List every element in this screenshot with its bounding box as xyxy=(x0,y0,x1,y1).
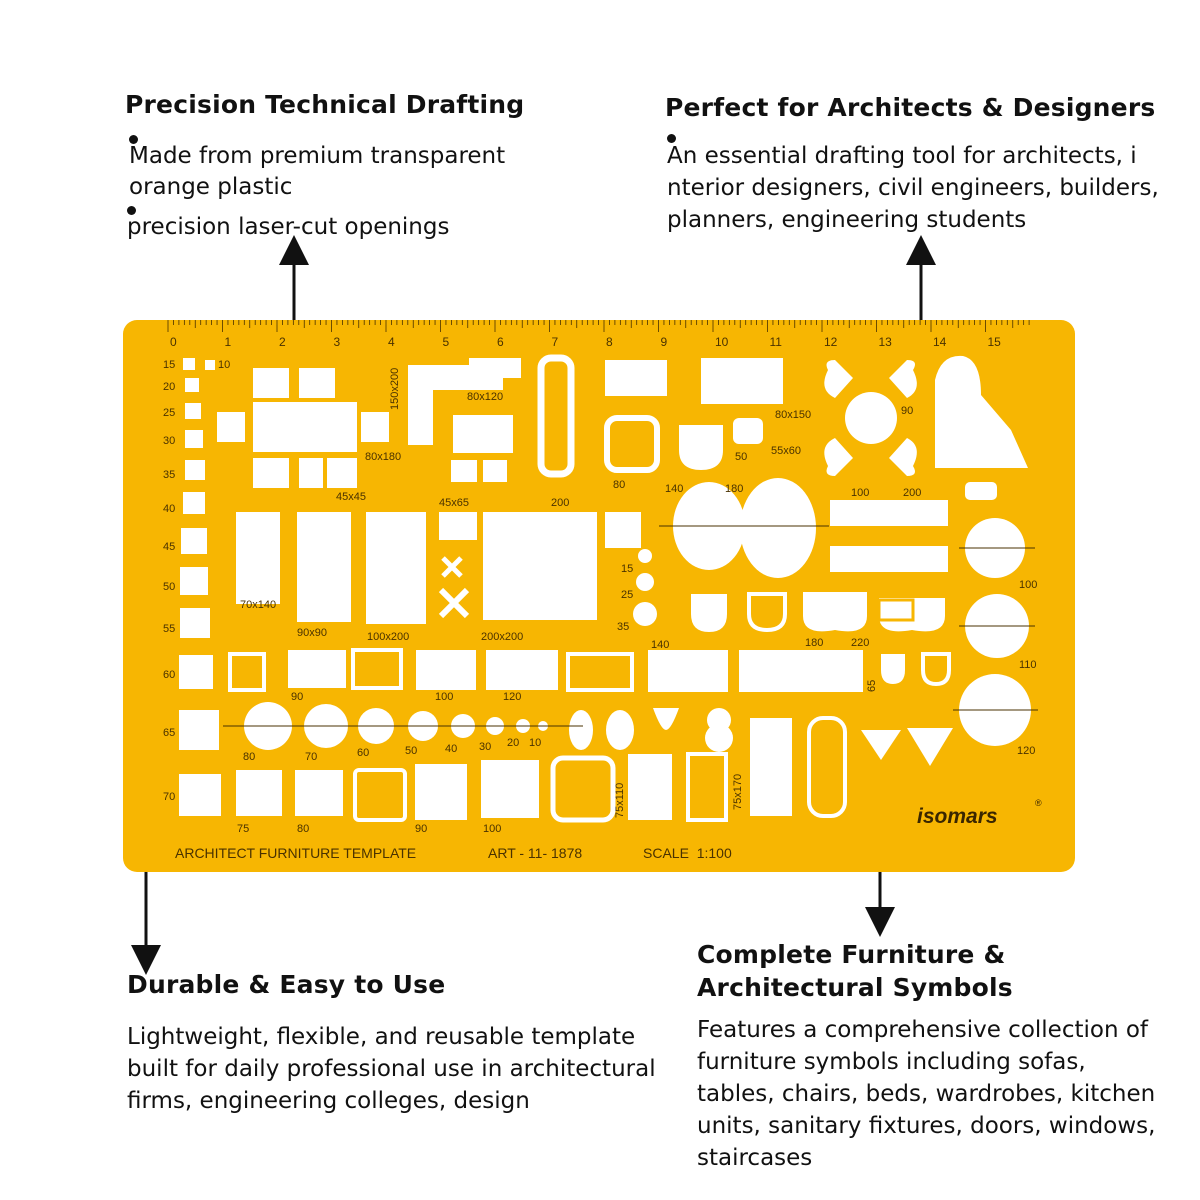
svg-text:70: 70 xyxy=(163,791,175,803)
svg-text:10: 10 xyxy=(529,737,541,749)
svg-text:20: 20 xyxy=(507,737,519,749)
ruler-number: 7 xyxy=(552,335,559,349)
ruler-number: 2 xyxy=(279,335,286,349)
cutouts xyxy=(179,354,1031,823)
brand-logo: isomars xyxy=(917,805,998,828)
svg-text:120: 120 xyxy=(503,691,521,703)
svg-text:80: 80 xyxy=(613,479,625,491)
svg-text:100x200: 100x200 xyxy=(367,631,409,643)
svg-text:80: 80 xyxy=(297,823,309,835)
svg-text:80: 80 xyxy=(243,751,255,763)
svg-text:200: 200 xyxy=(903,487,921,499)
svg-text:220: 220 xyxy=(851,637,869,649)
svg-text:20: 20 xyxy=(163,381,175,393)
center-marks xyxy=(223,525,1038,727)
svg-text:75: 75 xyxy=(237,823,249,835)
svg-text:60: 60 xyxy=(357,747,369,759)
ruler-number: 14 xyxy=(933,335,947,349)
svg-text:60: 60 xyxy=(163,669,175,681)
template-name: ARCHITECT FURNITURE TEMPLATE xyxy=(175,845,416,861)
precision-bullet-1: Made from premium transparent orange pla… xyxy=(125,135,529,203)
svg-text:90: 90 xyxy=(291,691,303,703)
ruler-number: 12 xyxy=(824,335,838,349)
architects-bullets: An essential drafting tool for architect… xyxy=(665,134,1185,236)
svg-text:45x65: 45x65 xyxy=(439,497,469,509)
svg-text:10: 10 xyxy=(218,359,230,371)
template-article: ART - 11- 1878 xyxy=(488,845,582,861)
svg-text:100: 100 xyxy=(1019,579,1037,591)
ruler-number: 10 xyxy=(715,335,729,349)
svg-text:80x150: 80x150 xyxy=(775,409,811,421)
svg-text:140: 140 xyxy=(665,483,683,495)
svg-text:30: 30 xyxy=(163,435,175,447)
svg-text:65: 65 xyxy=(163,727,175,739)
svg-text:90: 90 xyxy=(415,823,427,835)
ruler-number: 9 xyxy=(661,335,668,349)
svg-text:150x200: 150x200 xyxy=(389,368,401,410)
complete-title: Complete Furniture & Architectural Symbo… xyxy=(697,940,1013,1002)
architects-bullet-1: An essential drafting tool for architect… xyxy=(665,134,1167,236)
svg-text:40: 40 xyxy=(445,743,457,755)
svg-text:100: 100 xyxy=(435,691,453,703)
architects-title: Perfect for Architects & Designers xyxy=(665,93,1156,122)
ruler-number: 6 xyxy=(497,335,504,349)
architects-section: Perfect for Architects & Designers An es… xyxy=(665,91,1185,236)
svg-text:25: 25 xyxy=(621,589,633,601)
svg-text:35: 35 xyxy=(617,621,629,633)
ruler-number: 13 xyxy=(879,335,893,349)
svg-text:70: 70 xyxy=(305,751,317,763)
svg-text:45: 45 xyxy=(163,541,175,553)
svg-text:90: 90 xyxy=(901,405,913,417)
ruler-number: 15 xyxy=(988,335,1002,349)
svg-text:180: 180 xyxy=(805,637,823,649)
svg-text:200: 200 xyxy=(551,497,569,509)
svg-text:100: 100 xyxy=(483,823,501,835)
svg-text:200x200: 200x200 xyxy=(481,631,523,643)
svg-text:55x60: 55x60 xyxy=(771,445,801,457)
durable-body: Lightweight, flexible, and reusable temp… xyxy=(127,1024,656,1114)
svg-text:50: 50 xyxy=(163,581,175,593)
svg-text:75x170: 75x170 xyxy=(732,774,744,810)
svg-text:90x90: 90x90 xyxy=(297,627,327,639)
ruler-number: 4 xyxy=(388,335,395,349)
svg-text:25: 25 xyxy=(163,407,175,419)
svg-text:120: 120 xyxy=(1017,745,1035,757)
template-scale: SCALE 1:100 xyxy=(643,845,732,861)
ruler-number: 0 xyxy=(170,335,177,349)
durable-title: Durable & Easy to Use xyxy=(127,970,446,999)
ruler-number: 11 xyxy=(770,335,783,349)
ruler-number: 8 xyxy=(606,335,613,349)
svg-text:35: 35 xyxy=(163,469,175,481)
svg-text:75x110: 75x110 xyxy=(614,783,626,818)
precision-bullets: Made from premium transparent orange pla… xyxy=(125,135,555,243)
svg-text:80x180: 80x180 xyxy=(365,451,401,463)
svg-text:180: 180 xyxy=(725,483,743,495)
svg-text:30: 30 xyxy=(479,741,491,753)
svg-text:100: 100 xyxy=(851,487,869,499)
svg-text:50: 50 xyxy=(405,745,417,757)
brand-registered-mark: ® xyxy=(1035,798,1042,808)
svg-text:50: 50 xyxy=(735,451,747,463)
svg-text:40: 40 xyxy=(163,503,175,515)
complete-section: Complete Furniture & Architectural Symbo… xyxy=(697,938,1187,1174)
precision-title: Precision Technical Drafting xyxy=(125,90,525,119)
svg-text:15: 15 xyxy=(621,563,633,575)
ruler-number: 5 xyxy=(443,335,450,349)
svg-text:45x45: 45x45 xyxy=(336,491,366,503)
durable-section: Durable & Easy to Use Lightweight, flexi… xyxy=(127,968,667,1117)
svg-text:70x140: 70x140 xyxy=(240,599,276,611)
complete-body: Features a comprehensive collection of f… xyxy=(697,1017,1156,1171)
dimension-labels: 15 20 25 30 35 40 45 50 55 60 65 70 10 1… xyxy=(163,359,1037,835)
svg-text:15: 15 xyxy=(163,359,175,371)
precision-section: Precision Technical Drafting Made from p… xyxy=(125,88,555,243)
svg-text:65: 65 xyxy=(866,680,878,692)
svg-text:140: 140 xyxy=(651,639,669,651)
ruler-number: 3 xyxy=(334,335,341,349)
svg-text:55: 55 xyxy=(163,623,175,635)
svg-text:80x120: 80x120 xyxy=(467,391,503,403)
ruler-number: 1 xyxy=(225,335,232,349)
svg-text:110: 110 xyxy=(1019,659,1037,671)
